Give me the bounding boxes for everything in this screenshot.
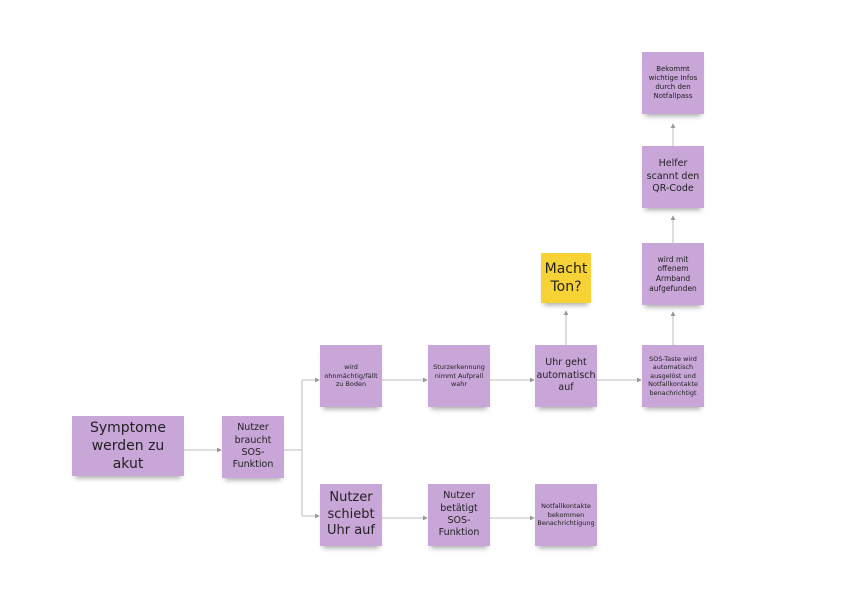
note-symptome[interactable]: Symptome werden zu akut	[72, 416, 184, 476]
note-armband[interactable]: wird mit offenem Armband aufgefunden	[642, 243, 704, 305]
connector	[284, 380, 303, 516]
note-infos[interactable]: Bekommt wichtige Infos durch den Notfall…	[642, 52, 704, 114]
note-ohnmaechtig[interactable]: wird ohnmächtig/fällt zu Boden	[320, 345, 382, 407]
note-notfallkontakte[interactable]: Notfallkontakte bekommen Benachrichtigun…	[535, 484, 597, 546]
note-schiebt[interactable]: Nutzer schiebt Uhr auf	[320, 484, 382, 546]
note-sturz[interactable]: Sturzerkennung nimmt Aufprall wahr	[428, 345, 490, 407]
note-sos-taste[interactable]: SOS-Taste wird automatisch ausgelöst und…	[642, 345, 704, 407]
note-betaetigt[interactable]: Nutzer betätigt SOS-Funktion	[428, 484, 490, 546]
note-helfer[interactable]: Helfer scannt den QR-Code	[642, 146, 704, 208]
note-uhr-geht[interactable]: Uhr geht automatisch auf	[535, 345, 597, 407]
note-ton[interactable]: Macht Ton?	[541, 253, 591, 303]
note-braucht[interactable]: Nutzer braucht SOS-Funktion	[222, 416, 284, 478]
